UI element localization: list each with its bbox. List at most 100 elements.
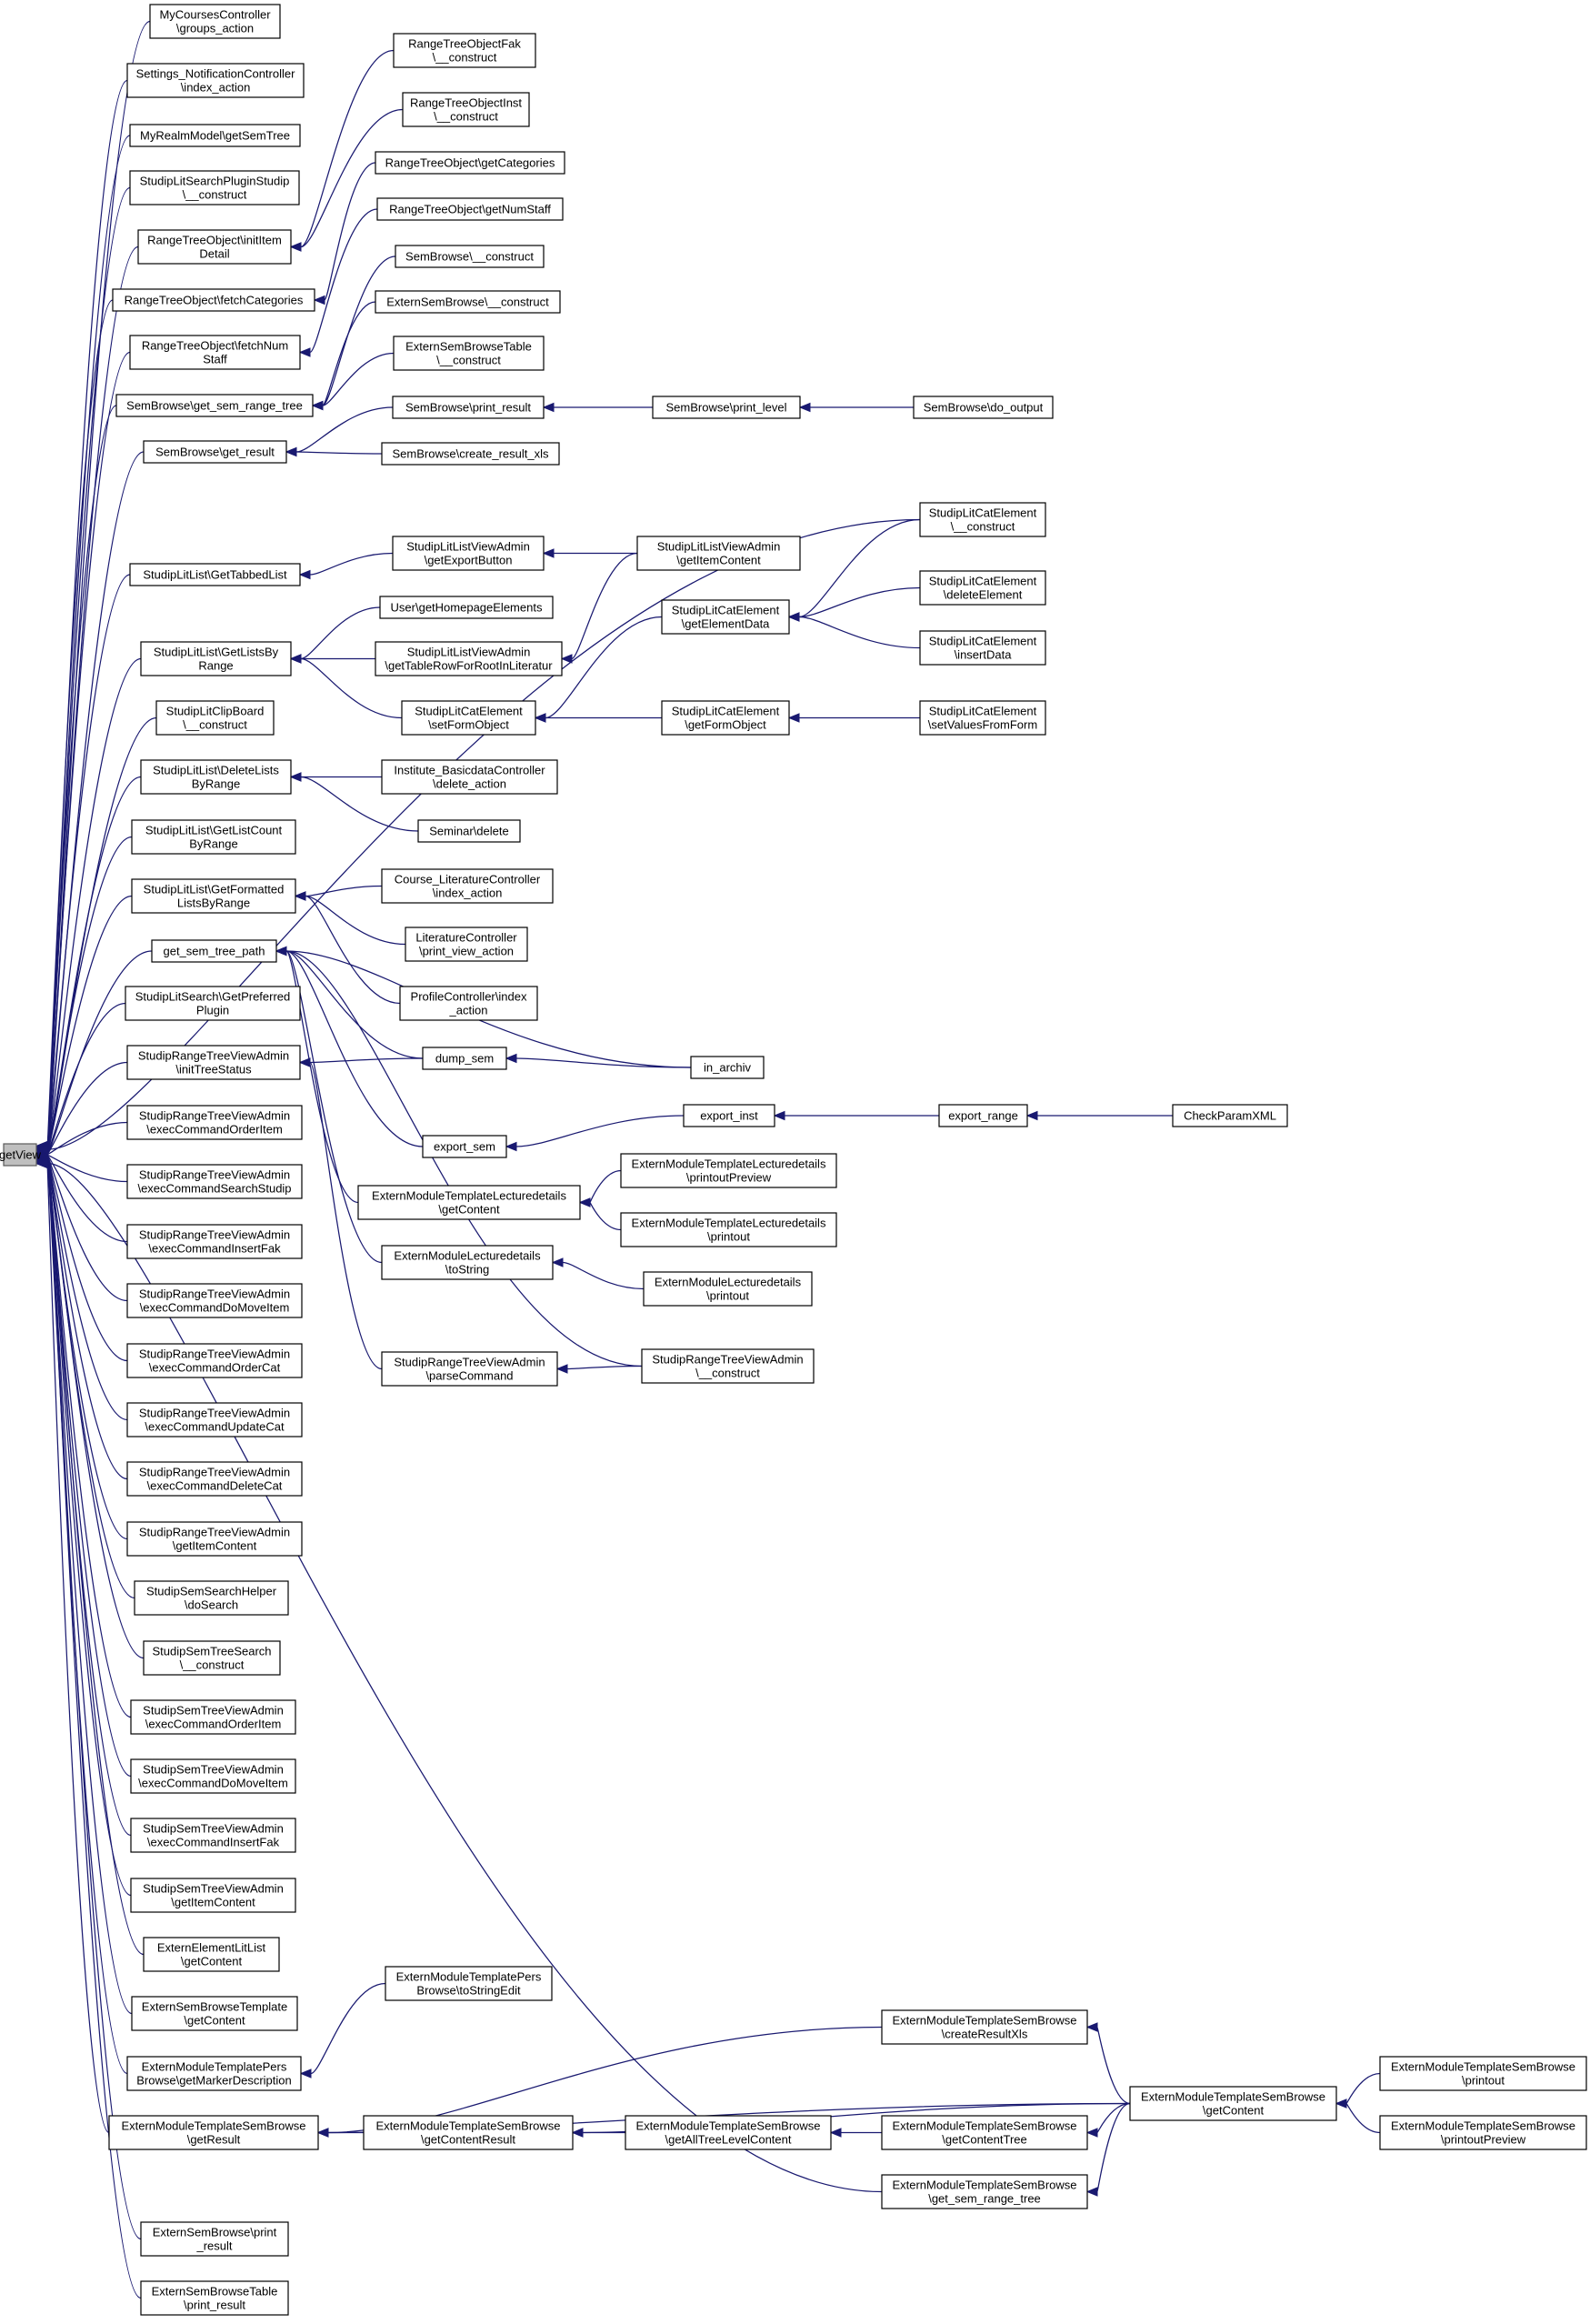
node-n03[interactable]: MyRealmModel\getSemTree [129,124,301,147]
node-p01[interactable]: SemBrowse\print_level [652,396,801,419]
node-q04[interactable]: StudipLitCatElement\insertData [919,630,1046,666]
node-m19[interactable]: dump_sem [422,1047,507,1070]
node-m11[interactable]: User\getHomepageElements [379,596,554,619]
node-n31[interactable]: StudipSemTreeViewAdmin\execCommandInsert… [130,1818,296,1853]
node-n36[interactable]: ExternModuleTemplateSemBrowse\getResult [108,2115,319,2150]
node-n12[interactable]: StudipLitClipBoard\__construct [155,700,275,736]
node-m12[interactable]: StudipLitListViewAdmin\getTableRowForRoo… [375,641,563,676]
node-getView[interactable]: getView [0,1143,42,1167]
node-n37[interactable]: ExternSemBrowse\print_result [140,2221,289,2257]
node-m06[interactable]: ExternSemBrowse\__construct [375,290,561,314]
node-q05[interactable]: StudipLitCatElement\setValuesFromForm [919,700,1046,736]
node-p04[interactable]: StudipLitCatElement\getFormObject [661,700,790,736]
node-m13[interactable]: StudipLitCatElement\setFormObject [401,700,536,736]
node-q03[interactable]: StudipLitCatElement\deleteElement [919,570,1046,606]
node-m09[interactable]: SemBrowse\create_result_xls [381,442,560,466]
node-p03[interactable]: StudipLitCatElement\getElementData [661,599,790,635]
node-n26[interactable]: StudipRangeTreeViewAdmin\getItemContent [126,1521,303,1557]
node-m02[interactable]: RangeTreeObjectInst\__construct [402,92,530,127]
node-m16[interactable]: Course_LiteratureController\index_action [381,868,554,904]
node-m15[interactable]: Seminar\delete [417,819,521,843]
node-n08[interactable]: SemBrowse\get_sem_range_tree [115,394,314,417]
node-n09[interactable]: SemBrowse\get_result [143,440,287,464]
node-m10[interactable]: StudipLitListViewAdmin\getExportButton [392,536,545,571]
node-m25[interactable]: ExternModuleTemplateSemBrowse\getContent… [363,2115,574,2150]
node-q08[interactable]: ExternModuleTemplateSemBrowse\getContent… [881,2115,1088,2150]
node-label: RangeTreeObjectFak [408,37,521,51]
node-box [134,1580,289,1616]
node-n24[interactable]: StudipRangeTreeViewAdmin\execCommandUpda… [126,1402,303,1437]
node-p02[interactable]: StudipLitListViewAdmin\getItemContent [636,536,801,571]
node-m01[interactable]: RangeTreeObjectFak\__construct [393,33,536,68]
node-r02[interactable]: ExternModuleTemplateSemBrowse\getContent [1129,2086,1337,2121]
node-r01[interactable]: CheckParamXML [1172,1104,1288,1127]
node-q07[interactable]: ExternModuleTemplateSemBrowse\createResu… [881,2009,1088,2045]
node-m14[interactable]: Institute_BasicdataController\delete_act… [381,759,558,795]
node-box [881,2115,1088,2150]
edge-line [589,1201,622,1231]
node-p08[interactable]: ExternModuleTemplateLecturedetails\print… [620,1212,837,1247]
node-m03[interactable]: RangeTreeObject\getCategories [375,151,565,175]
node-q06[interactable]: export_range [938,1104,1028,1127]
node-m22[interactable]: ExternModuleLecturedetails\toString [381,1245,554,1280]
node-n04[interactable]: StudipLitSearchPluginStudip\__construct [129,170,300,205]
node-label: \execCommandDeleteCat [147,1479,283,1493]
node-q02[interactable]: StudipLitCatElement\__construct [919,502,1046,537]
node-n34[interactable]: ExternSemBrowseTemplate\getContent [131,1996,298,2031]
node-m24[interactable]: ExternModuleTemplatePersBrowse\toStringE… [385,1966,553,2001]
node-m23[interactable]: StudipRangeTreeViewAdmin\parseCommand [381,1351,558,1387]
node-n22[interactable]: StudipRangeTreeViewAdmin\execCommandDoMo… [126,1283,303,1318]
node-n02[interactable]: Settings_NotificationController\index_ac… [126,63,305,98]
node-n19[interactable]: StudipRangeTreeViewAdmin\execCommandOrde… [126,1105,303,1140]
node-s01[interactable]: ExternModuleTemplateSemBrowse\printout [1379,2056,1587,2091]
node-n20[interactable]: StudipRangeTreeViewAdmin\execCommandSear… [126,1164,303,1199]
node-p11[interactable]: ExternModuleTemplateSemBrowse\getAllTree… [625,2115,832,2150]
node-n29[interactable]: StudipSemTreeViewAdmin\execCommandOrderI… [130,1699,296,1735]
node-m21[interactable]: ExternModuleTemplateLecturedetails\getCo… [357,1185,581,1220]
node-p09[interactable]: ExternModuleLecturedetails\printout [643,1271,813,1307]
node-p05[interactable]: in_archiv [690,1056,765,1079]
node-n33[interactable]: ExternElementLitList\getContent [143,1937,280,1972]
node-m04[interactable]: RangeTreeObject\getNumStaff [376,197,564,221]
node-m20[interactable]: export_sem [422,1135,507,1158]
node-s02[interactable]: ExternModuleTemplateSemBrowse\printoutPr… [1379,2115,1587,2150]
node-n38[interactable]: ExternSemBrowseTable\print_result [140,2280,289,2316]
node-q09[interactable]: ExternModuleTemplateSemBrowse\get_sem_ra… [881,2174,1088,2209]
node-p06[interactable]: export_inst [683,1104,775,1127]
node-n35[interactable]: ExternModuleTemplatePersBrowse\getMarker… [126,2056,302,2091]
node-label: StudipLitSearchPluginStudip [140,175,290,188]
node-n30[interactable]: StudipSemTreeViewAdmin\execCommandDoMove… [130,1758,296,1794]
node-q01[interactable]: SemBrowse\do_output [913,396,1054,419]
edge-line [46,351,131,1149]
node-label: \getFormObject [685,718,766,732]
node-box [1379,2056,1587,2091]
node-n16[interactable]: get_sem_tree_path [151,939,277,963]
node-m05[interactable]: SemBrowse\__construct [395,245,545,268]
node-n06[interactable]: RangeTreeObject\fetchCategories [112,288,315,312]
node-p10[interactable]: StudipRangeTreeViewAdmin\__construct [641,1348,815,1384]
node-n23[interactable]: StudipRangeTreeViewAdmin\execCommandOrde… [126,1343,303,1378]
node-n10[interactable]: StudipLitList\GetTabbedList [129,563,301,586]
edge-line [310,1982,386,2075]
node-p07[interactable]: ExternModuleTemplateLecturedetails\print… [620,1153,837,1188]
node-m17[interactable]: LiteratureController\print_view_action [405,927,528,962]
node-n32[interactable]: StudipSemTreeViewAdmin\getItemContent [130,1878,296,1913]
edge-line [46,1155,128,1243]
node-n01[interactable]: MyCoursesController\groups_action [149,4,281,39]
node-n21[interactable]: StudipRangeTreeViewAdmin\execCommandInse… [126,1224,303,1259]
node-m18[interactable]: ProfileController\index_action [399,986,538,1021]
node-n28[interactable]: StudipSemTreeSearch\__construct [143,1640,281,1676]
node-m07[interactable]: ExternSemBrowseTable\__construct [393,336,545,371]
node-box [126,1521,303,1557]
node-n27[interactable]: StudipSemSearchHelper\doSearch [134,1580,289,1616]
node-n25[interactable]: StudipRangeTreeViewAdmin\execCommandDele… [126,1461,303,1497]
node-n18[interactable]: StudipRangeTreeViewAdmin\initTreeStatus [126,1045,301,1080]
node-m08[interactable]: SemBrowse\print_result [392,396,545,419]
